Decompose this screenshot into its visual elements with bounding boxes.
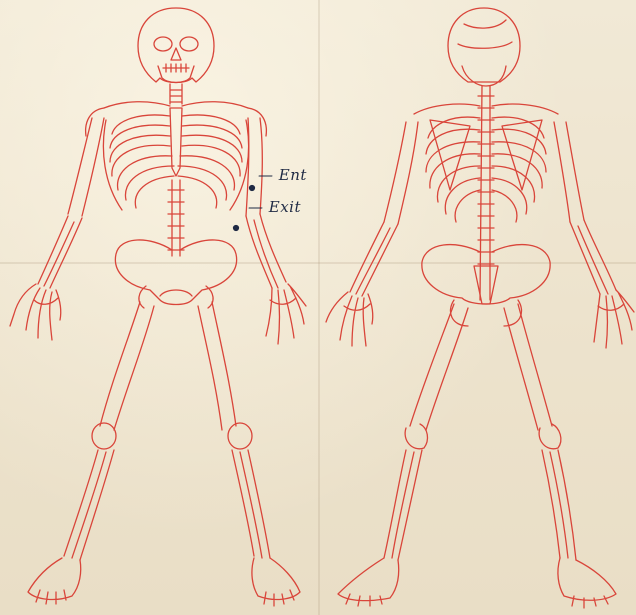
front-foot-right: [252, 558, 300, 606]
back-pelvis: [422, 245, 550, 304]
skeleton-front-view: [10, 8, 306, 606]
front-rib-cage: [103, 115, 248, 210]
front-hand-right: [266, 284, 306, 344]
back-foot-right: [558, 558, 616, 608]
entry-wound-marker: [250, 186, 255, 191]
front-kneecap-left: [92, 423, 116, 449]
back-forearm-left: [350, 222, 398, 296]
front-tibia-left: [64, 450, 114, 560]
front-clavicle-left: [104, 102, 170, 108]
back-knee-left: [405, 424, 427, 449]
back-skull-suture: [458, 20, 512, 48]
back-humerus-left: [384, 122, 418, 224]
back-forearm-right: [570, 220, 616, 294]
front-femur-right: [198, 302, 236, 430]
back-tibia-right: [542, 450, 576, 560]
front-pubic-arch: [160, 290, 192, 296]
front-eye-socket-left: [154, 37, 172, 51]
back-sacrum: [474, 266, 498, 304]
back-hand-left: [326, 292, 373, 346]
front-forearm-right: [246, 214, 286, 288]
front-eye-socket-right: [180, 37, 198, 51]
exit-wound-marker: [234, 226, 239, 231]
back-spine: [480, 86, 490, 300]
back-foot-left: [338, 558, 399, 606]
front-kneecap-right: [228, 423, 252, 449]
back-humerus-right: [554, 122, 584, 222]
front-tibia-right: [232, 450, 270, 558]
back-knee-right: [539, 424, 561, 449]
front-lumbar-spine: [168, 180, 184, 256]
front-cervical-spine: [170, 84, 182, 104]
back-femur-right: [504, 304, 552, 430]
front-nose-cavity: [171, 48, 181, 60]
front-teeth: [163, 64, 189, 72]
back-femur-left: [410, 304, 468, 430]
front-clavicle-right: [182, 102, 248, 108]
entry-annotation: — Ent: [258, 166, 307, 184]
back-jaw: [462, 66, 506, 86]
back-shoulder-line: [414, 104, 558, 114]
back-hand-right: [594, 290, 634, 348]
exit-annotation: — Exit: [248, 198, 301, 216]
front-foot-left: [28, 558, 81, 604]
skeleton-back-view: [326, 8, 634, 608]
front-forearm-left: [38, 216, 82, 288]
back-tibia-left: [384, 450, 422, 560]
front-femur-left: [100, 302, 154, 430]
front-hand-left: [10, 284, 61, 340]
